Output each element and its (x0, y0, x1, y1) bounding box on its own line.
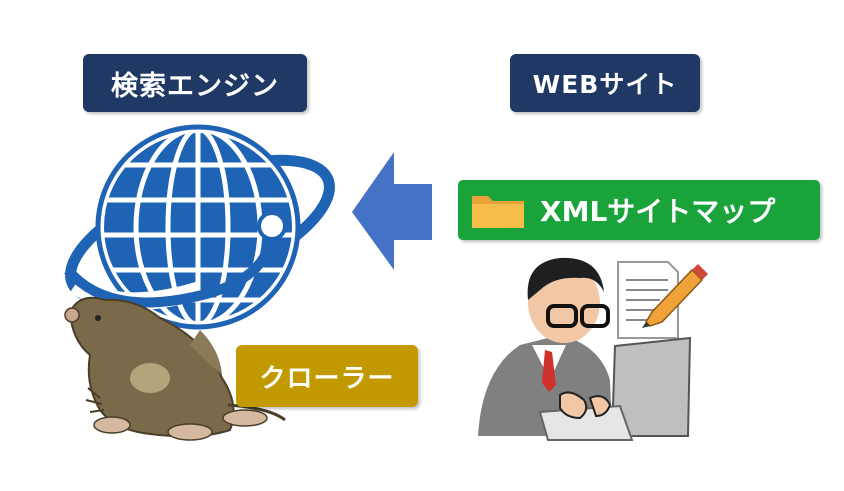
globe-icon (64, 124, 335, 330)
search-engine-label: 検索エンジン (83, 54, 307, 112)
website-label: WEBサイト (510, 54, 700, 112)
crawler-text: クローラー (259, 363, 395, 394)
mole-icon (64, 296, 286, 441)
xml-sitemap-text: XMLサイトマップ (540, 195, 776, 228)
folder-icon (472, 196, 524, 228)
left-arrow-icon (352, 152, 432, 270)
pencil-icon (642, 264, 708, 328)
search-engine-text: 検索エンジン (111, 70, 279, 102)
person-at-laptop-icon (478, 257, 708, 441)
website-text: WEBサイト (532, 70, 678, 99)
crawler-label: クローラー (236, 345, 418, 407)
xml-sitemap-label: XMLサイトマップ (458, 180, 820, 240)
